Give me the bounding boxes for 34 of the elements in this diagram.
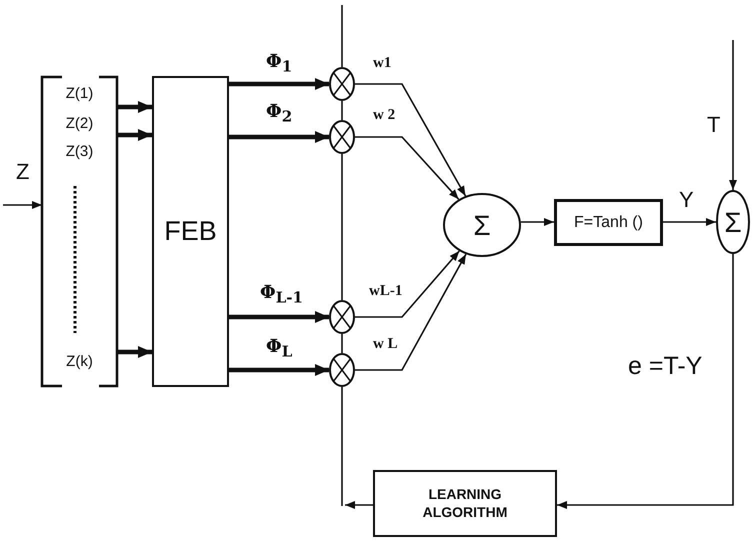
box-label: F=Tanh () <box>574 212 643 232</box>
arrow <box>229 78 329 90</box>
arrow <box>229 364 329 376</box>
arrow <box>355 254 467 371</box>
arrow <box>229 311 329 323</box>
arrow <box>345 501 373 509</box>
arrow <box>557 254 734 509</box>
arrow <box>355 250 460 318</box>
arrow <box>355 83 466 196</box>
connector-line <box>341 154 343 300</box>
connector-line <box>341 101 343 120</box>
vector-element-label: Z(1) <box>64 85 94 104</box>
arrow <box>729 40 737 190</box>
function-box <box>554 199 663 246</box>
vector-element-label: Z(k) <box>65 353 94 372</box>
box-label: LEARNING ALGORITHM <box>422 486 508 521</box>
connector-line <box>341 387 343 506</box>
arrow <box>355 136 460 200</box>
vector-element-label: Z(2) <box>64 115 94 134</box>
box-label: FEB <box>164 214 217 248</box>
arrow <box>118 101 152 113</box>
arrow <box>229 131 329 143</box>
process-box <box>373 470 557 537</box>
connector-line <box>341 334 343 353</box>
arrow <box>118 346 152 358</box>
arrow <box>520 218 554 226</box>
process-box <box>152 76 229 387</box>
sigma-symbol: Σ <box>724 206 742 240</box>
sigma-symbol: Σ <box>473 208 491 242</box>
arrow <box>118 129 152 141</box>
arrow <box>663 218 716 226</box>
connector-line <box>341 5 343 67</box>
vector-element-label: Z(3) <box>64 143 94 162</box>
arrow <box>3 201 42 209</box>
